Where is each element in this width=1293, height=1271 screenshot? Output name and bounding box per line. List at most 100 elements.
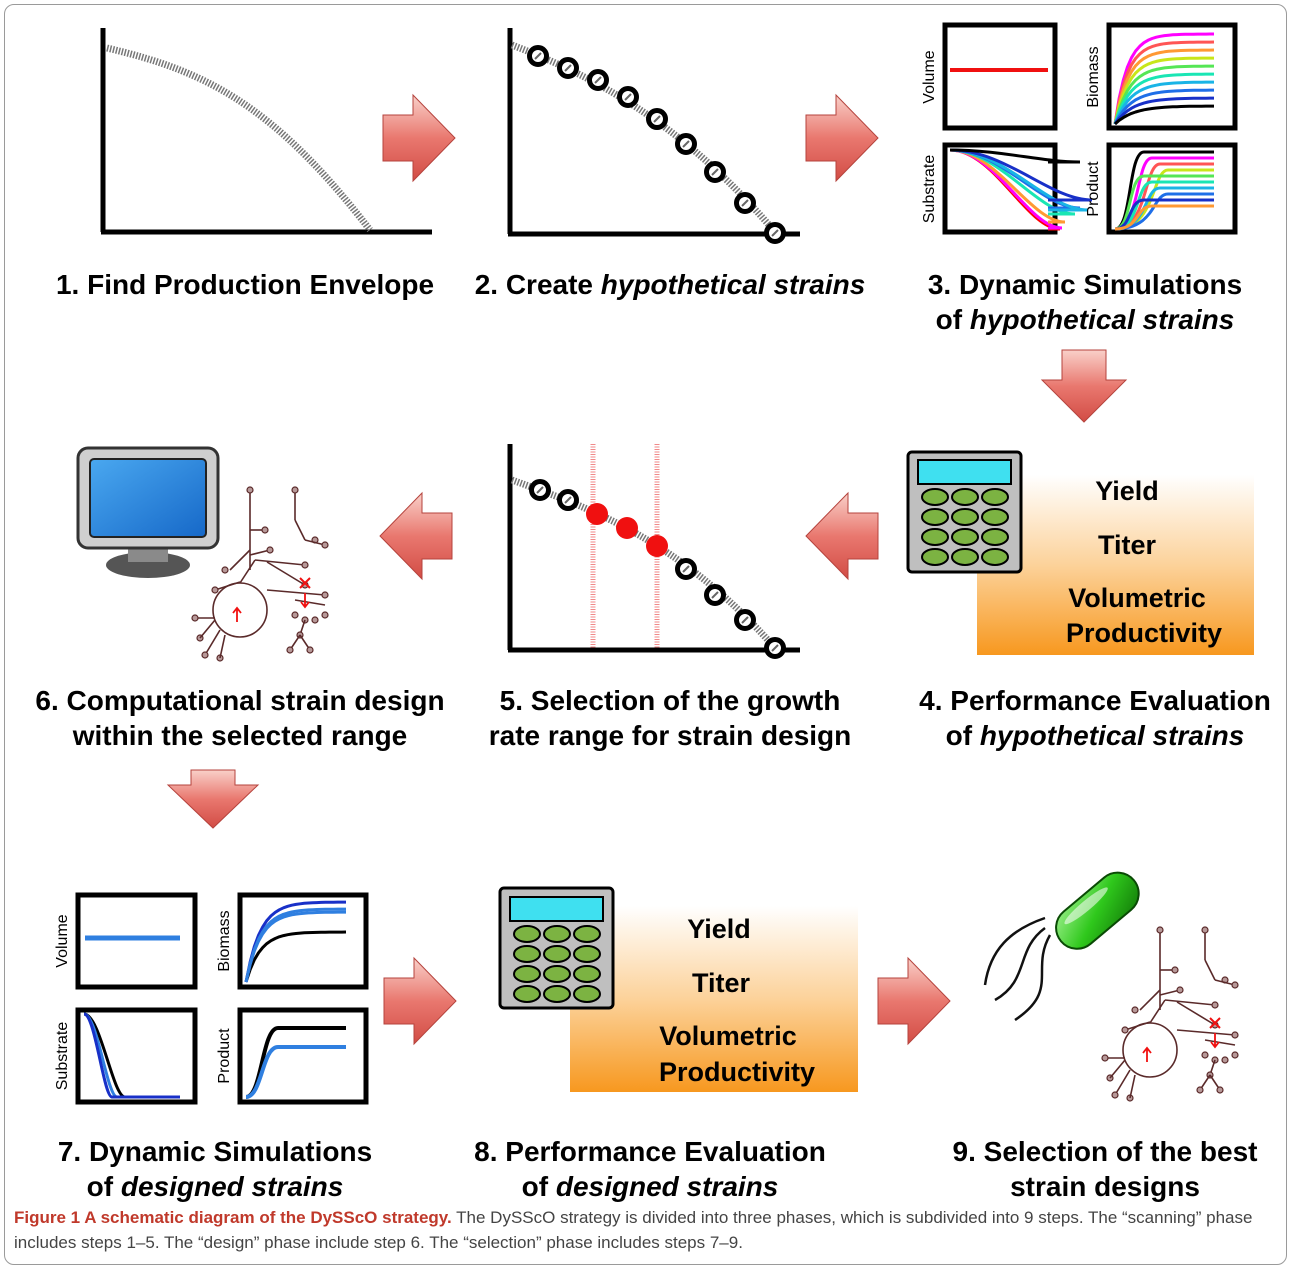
network-node — [321, 541, 329, 549]
step-2-caption: 2. Create hypothetical strains — [474, 269, 866, 300]
substrate-curves — [83, 1012, 180, 1099]
calculator-key — [513, 965, 541, 983]
simulation-curve — [1113, 32, 1214, 125]
calculator-key — [981, 508, 1009, 526]
network-node — [321, 611, 329, 619]
biomass-curves — [244, 900, 347, 983]
network-node — [1131, 1006, 1139, 1014]
calculator-key — [573, 965, 601, 983]
network-node — [291, 611, 299, 619]
network-node — [1196, 1086, 1204, 1094]
simulation-curve — [1113, 56, 1214, 125]
bacterium-icon — [983, 871, 1140, 1022]
performance-panel-hypothetical: Yield Titer Volumetric Productivity — [906, 450, 1254, 655]
simulation-curve — [245, 1045, 346, 1099]
left-arrow-icon — [379, 491, 453, 581]
calculator-key — [573, 925, 601, 943]
network-node — [191, 614, 199, 622]
simulation-curve — [1113, 80, 1214, 125]
step-9-caption: 9. Selection of the best strain designs — [952, 1136, 1258, 1202]
selected-strain-point — [646, 535, 668, 557]
network-node — [1171, 966, 1179, 974]
growth-rate-selection-plot — [507, 444, 800, 659]
calculator-key — [513, 925, 541, 943]
calculator-icon — [498, 886, 615, 1010]
strain-points-selected — [529, 479, 786, 659]
network-node — [221, 566, 229, 574]
figure-description: The DySScO strategy is divided into thre… — [14, 1208, 1253, 1252]
simulation-curve — [949, 148, 1081, 164]
simulation-curve — [1114, 104, 1214, 126]
network-node — [1111, 1091, 1119, 1099]
upregulation-arrow — [1210, 1033, 1220, 1049]
figure-frame — [4, 4, 1287, 1265]
network-node — [1231, 1031, 1239, 1039]
calculator-key — [921, 548, 949, 566]
calculator-icon — [906, 450, 1023, 574]
calculator-key — [513, 985, 541, 1003]
substrate-curves — [949, 148, 1093, 231]
network-node — [1231, 1051, 1239, 1059]
titer-label: Titer — [692, 968, 751, 998]
step-3-caption: 3. Dynamic Simulations of hypothetical s… — [927, 269, 1243, 335]
strain-points — [527, 45, 786, 244]
volume-axis-label: Volume — [54, 914, 71, 967]
network-node — [291, 486, 299, 494]
simulation-curve — [949, 148, 1093, 202]
simulation-curve — [1113, 72, 1214, 125]
selected-strain-point — [616, 517, 638, 539]
productivity-label: Productivity — [1066, 618, 1222, 648]
step-7-caption: 7. Dynamic Simulations of designed strai… — [57, 1136, 373, 1202]
knockout-mark — [1209, 1017, 1221, 1029]
network-node — [311, 616, 319, 624]
biomass-axis-label: Biomass — [1085, 46, 1102, 107]
network-node — [1221, 1056, 1229, 1064]
calculator-key — [921, 488, 949, 506]
metabolic-network-icon — [191, 486, 329, 662]
product-curves — [1114, 150, 1214, 231]
knockout-mark — [299, 577, 311, 589]
network-node — [1101, 1054, 1109, 1062]
network-node — [301, 561, 309, 569]
calculator-key — [573, 985, 601, 1003]
simulation-curve — [1113, 88, 1214, 125]
calculator-key — [951, 488, 979, 506]
designed-simulation-plots: Volume Biomass Substrate Product — [54, 892, 369, 1105]
substrate-axis-label: Substrate — [54, 1022, 71, 1091]
simulation-curve — [1113, 40, 1215, 125]
upregulation-arrow — [232, 606, 242, 622]
calculator-key — [921, 508, 949, 526]
network-node — [286, 646, 294, 654]
calculator-key — [951, 508, 979, 526]
figure-legend: Figure 1 A schematic diagram of the DySS… — [14, 1205, 1279, 1255]
step-6-caption: 6. Computational strain design within th… — [35, 685, 445, 751]
simulation-curve — [244, 930, 347, 983]
substrate-axis-label: Substrate — [921, 155, 938, 224]
calculator-key — [951, 548, 979, 566]
network-node — [1216, 1086, 1224, 1094]
volumetric-label: Volumetric — [1068, 583, 1206, 613]
product-curves — [245, 1026, 346, 1099]
network-node — [321, 591, 329, 599]
calculator-key — [981, 548, 1009, 566]
network-node — [1231, 981, 1239, 989]
calculator-key — [981, 528, 1009, 546]
network-node — [1201, 1051, 1209, 1059]
calculator-key — [921, 528, 949, 546]
left-arrow-icon — [805, 491, 879, 581]
network-node — [266, 546, 274, 554]
calculator-key — [951, 528, 979, 546]
hypothetical-simulation-plots: Volume Biomass Substrate Product — [921, 22, 1238, 235]
calculator-key — [543, 985, 571, 1003]
right-arrow-icon — [805, 93, 879, 183]
upregulation-arrow — [1142, 1046, 1152, 1062]
simulation-curve — [83, 1012, 180, 1099]
simulation-curve — [244, 907, 346, 983]
hypothetical-strains-plot — [507, 28, 800, 244]
down-arrow-icon — [166, 769, 260, 829]
right-arrow-icon — [382, 93, 456, 183]
performance-panel-designed: Yield Titer Volumetric Productivity — [498, 886, 858, 1092]
simulation-curve — [1114, 204, 1214, 231]
workflow-diagram: Volume Biomass Substrate Product Yield T… — [54, 22, 1254, 1105]
yield-label: Yield — [687, 914, 751, 944]
